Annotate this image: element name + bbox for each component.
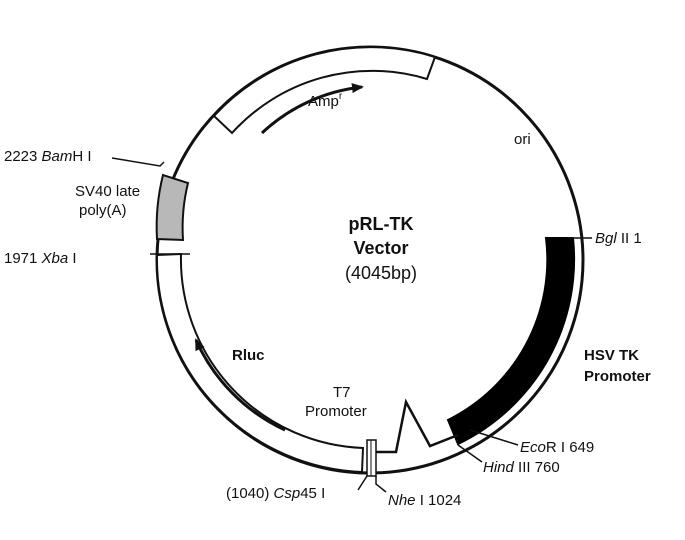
- hsv-tk-promoter-segment: [446, 237, 576, 446]
- sv40-label-line1: SV40 late: [75, 183, 140, 200]
- hindiii-site-label: Hind III 760: [483, 459, 560, 476]
- xbai-site-label: 1971 Xba I: [4, 250, 77, 267]
- hindiii-site-line: [457, 444, 483, 463]
- sv40-label-line2: poly(A): [79, 202, 127, 219]
- hsv-tk-label-line2: Promoter: [584, 368, 651, 385]
- ecori-site-label: EcoR I 649: [520, 439, 594, 456]
- junction-zigzag: [376, 398, 459, 454]
- hsv-tk-label-line1: HSV TK: [584, 347, 639, 364]
- amp-label: Ampr: [308, 91, 343, 110]
- ecori-site-line: [469, 429, 519, 446]
- ori-label: ori: [514, 131, 531, 148]
- bglii-site-label: Bgl II 1: [595, 230, 642, 247]
- t7-label-line1: T7: [333, 384, 351, 401]
- t7-label-line2: Promoter: [305, 403, 367, 420]
- rluc-direction-arrow: [194, 338, 286, 432]
- bamhi-site-label: 2223 BamH I: [4, 148, 92, 165]
- amp-direction-arrow: [260, 83, 364, 135]
- vector-size: (4045bp): [345, 263, 417, 283]
- nhei-site-label: Nhe I 1024: [388, 492, 461, 509]
- bamhi-site-line: [111, 157, 165, 167]
- vector-name: pRL-TK: [349, 214, 414, 234]
- vector-label: Vector: [353, 238, 408, 258]
- amp-resistance-segment: [212, 46, 437, 135]
- sv40-polya-segment: [155, 173, 190, 242]
- rluc-label: Rluc: [232, 347, 265, 364]
- csp45i-site-line: [357, 475, 368, 491]
- csp45i-site-label: (1040) Csp45 I: [226, 485, 325, 502]
- nhei-site-line: [375, 476, 387, 493]
